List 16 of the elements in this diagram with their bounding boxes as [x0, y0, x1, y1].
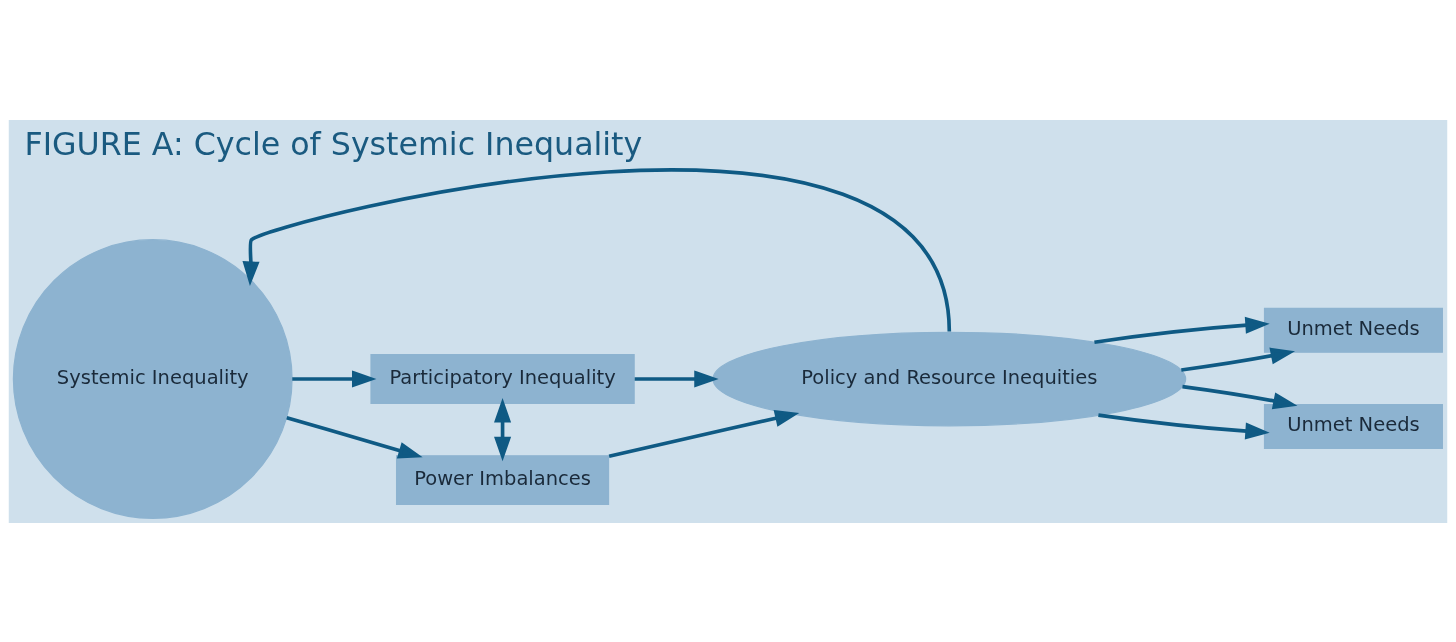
- node-box: Unmet Needs: [1263, 307, 1443, 353]
- arrow: [1094, 316, 1270, 344]
- diagram-title: FIGURE A: Cycle of Systemic Inequality: [24, 125, 643, 162]
- node-circle: Systemic Inequality: [12, 238, 293, 519]
- arrow: [242, 167, 952, 332]
- arrow: [1098, 412, 1270, 440]
- arrow: [634, 370, 719, 388]
- arrow: [292, 370, 377, 388]
- arrow: [1182, 384, 1298, 409]
- arrow: [494, 397, 512, 461]
- arrow: [286, 415, 423, 459]
- arrow: [1181, 347, 1295, 372]
- node-box: Unmet Needs: [1263, 403, 1443, 449]
- arrow: [608, 409, 800, 458]
- node-box: Participatory Inequality: [370, 353, 635, 404]
- node-box: Power Imbalances: [395, 454, 610, 505]
